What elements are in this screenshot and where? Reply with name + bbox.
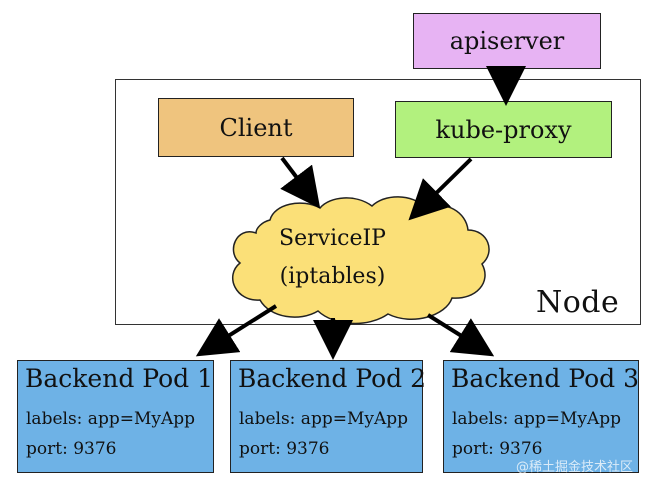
pod-labels: labels: app=MyApp [26,409,196,429]
backend-pod-2: Backend Pod 2 labels: app=MyApp port: 93… [230,360,426,473]
service-ip-cloud [231,196,490,325]
pod-labels: labels: app=MyApp [452,409,622,429]
backend-pod-3: Backend Pod 3 labels: app=MyApp port: 93… [443,360,639,473]
pod-title: Backend Pod 2 [238,364,426,393]
pod-port: port: 9376 [239,439,330,459]
apiserver-label: apiserver [449,27,565,55]
kube-proxy-label: kube-proxy [435,115,572,144]
pod-title: Backend Pod 3 [451,364,639,393]
pod-labels: labels: app=MyApp [239,409,409,429]
arrow-kube-proxy-to-service [408,157,473,221]
arrow-service-to-pod-1 [195,304,278,357]
service-ip-label: ServiceIP [279,226,386,251]
pod-port: port: 9376 [452,439,543,459]
iptables-label: (iptables) [279,264,386,289]
arrow-service-to-pod-3 [426,313,495,357]
node-label: Node [536,285,620,320]
backend-pod-1: Backend Pod 1 labels: app=MyApp port: 93… [17,360,214,473]
pod-title: Backend Pod 1 [25,364,213,393]
client-box: Client [158,98,354,157]
client-label: Client [219,113,293,142]
arrow-client-to-service [280,156,321,209]
watermark: @稀土掘金技术社区 [516,460,634,475]
pod-port: port: 9376 [26,439,117,459]
kube-proxy-box: kube-proxy [395,101,612,158]
